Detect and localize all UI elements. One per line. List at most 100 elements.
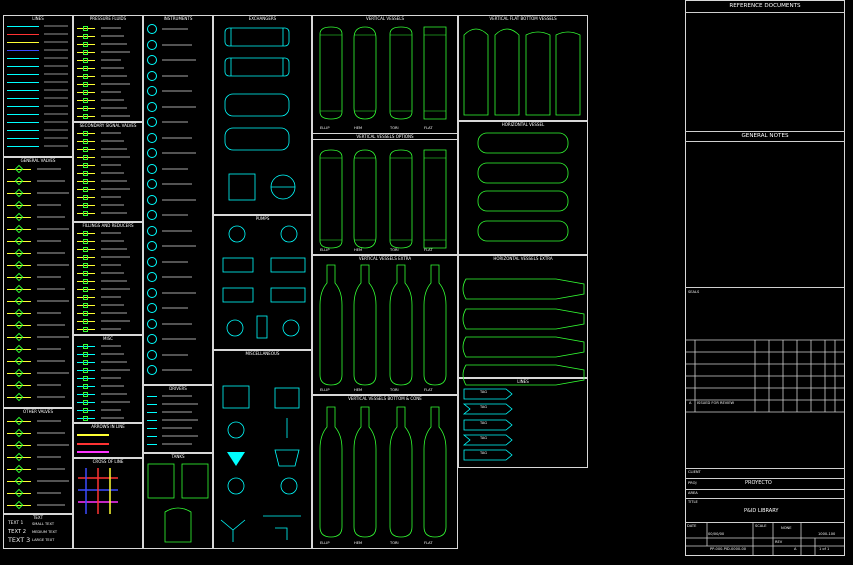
valve-caption-mark [37,288,65,290]
project-name: PROYECTO [745,480,772,486]
section-lines-title: LINES [32,16,44,21]
vessel-shape [463,388,513,400]
valve-line [7,397,31,398]
symbol-caption-mark [101,369,130,371]
symbol-line [77,52,95,53]
section-fillings-title: FILLINGS AND REDUCERS [82,223,134,228]
valve-caption-mark [37,444,69,446]
instrument-bubble-icon [147,55,157,65]
line-sample [7,34,39,35]
symbol-line [77,133,95,134]
col-horizontal-vessel [458,121,588,255]
symbol-icon [83,255,88,260]
valve-caption-mark [37,420,61,422]
vessel-shape [477,220,569,242]
rev-value: A [794,547,797,551]
symbol-line [77,68,95,69]
symbol-caption-mark [101,83,130,85]
symbol-line [77,157,95,158]
instrument-caption-mark [162,214,188,216]
col-lines [3,15,73,157]
symbol-icon [83,247,88,252]
symbol-caption-mark [101,164,121,166]
symbol-caption-mark [101,296,121,298]
symbol-caption-mark [101,27,121,29]
instrument-caption-mark [162,291,196,294]
symbol-caption-mark [101,140,124,142]
instrument-bubble-icon [147,318,157,329]
symbol-icon [83,42,88,47]
symbol-caption-mark [101,35,124,37]
line-sample [7,90,39,91]
symbol-caption-mark [101,156,130,158]
valve-line [7,505,31,506]
line-caption-mark [44,65,68,67]
line-caption-mark [44,145,68,147]
symbol-caption-mark [101,99,124,101]
symbol-icon [83,231,88,236]
section-drivers-title: DRIVERS [169,386,187,391]
section-exchangers-title: EXCHANGERS [248,16,277,21]
col-misc [73,335,143,423]
symbol-icon [83,139,88,144]
valve-caption-mark [37,384,61,386]
valve-line [7,217,31,218]
instrument-caption-mark [162,338,196,340]
section-other-valves-title: OTHER VALVES [23,409,53,414]
section-flat-bottom-title: VERTICAL FLAT BOTTOM VESSELS [489,16,557,21]
vessel-shape [463,28,489,116]
valve-line [7,421,31,422]
symbol-line [77,273,95,274]
seals-label: SEALS [688,290,700,294]
vessel-shape [319,149,343,249]
instrument-caption-mark [162,152,196,154]
vessel-label: FLAT [424,248,433,252]
col-vertical-vessels-options [312,133,458,255]
symbol-line [77,76,95,77]
line-caption-mark [44,33,68,35]
col-tanks [143,453,213,549]
symbol-caption-mark [101,361,127,363]
col-vertical-vessels-extra [312,255,458,395]
symbol-line [77,108,95,109]
instrument-bubble-icon [147,349,157,360]
symbol-line [77,346,95,347]
symbol-caption-mark [101,264,121,266]
valve-line [7,193,31,194]
symbol-line [77,378,95,379]
vessel-label: ELLIP [320,541,330,545]
vessel-shape [389,406,413,538]
title-label: TITLE [688,500,698,504]
instrument-caption-mark [162,276,192,278]
symbol-line [77,305,95,306]
symbol-caption-mark [101,312,127,314]
instrument-caption-mark [162,28,188,30]
vessel-shape [389,264,413,386]
vessel-shape [319,264,343,386]
symbol-line [77,197,95,198]
vessel-label: FLAT [424,541,433,545]
symbol-icon [83,319,88,324]
section-text-title: TEXT [32,515,44,520]
symbol-caption-mark [101,304,124,306]
area-label: AREA [688,491,698,495]
symbol-caption-mark [101,115,130,117]
symbol-icon [83,211,88,216]
valve-line [7,265,31,266]
general-notes-title: GENERAL NOTES [741,133,789,139]
valve-line [7,241,31,242]
symbol-icon [83,106,88,111]
vessel-shape [462,403,513,415]
instrument-bubble-icon [147,303,157,313]
symbol-caption-mark [101,51,130,53]
symbol-line [77,189,95,190]
section-arrows-title: ARROWS IN LINE [91,424,125,429]
valve-line [7,253,31,254]
section-horizontal-vessel-title: HORIZONTAL VESSEL [501,122,545,127]
symbol-line [77,313,95,314]
symbol-line [77,257,95,258]
symbol-icon [83,344,88,349]
valve-line [7,205,31,206]
driver-caption-mark [162,411,192,413]
valve-caption-mark [37,324,65,326]
